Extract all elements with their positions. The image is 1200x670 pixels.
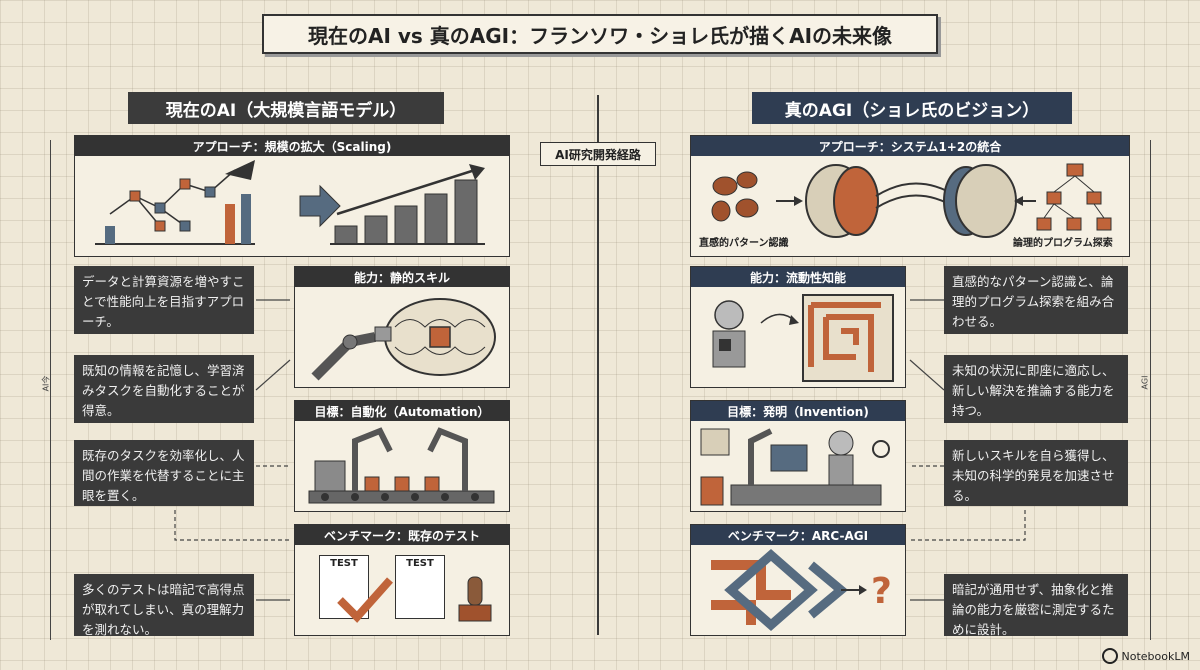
left-goal-panel: 目標：自動化（Automation） xyxy=(294,400,510,512)
left-goal-header: 目標：自動化（Automation） xyxy=(295,401,509,421)
intuitive-pattern-caption: 直感的パターン認識 xyxy=(699,238,789,249)
robot-maze-illustration xyxy=(691,287,905,387)
center-divider xyxy=(597,95,599,635)
left-approach-panel: アプローチ：規模の拡大（Scaling) xyxy=(74,135,510,257)
left-benchmark-header: ベンチマーク：既存のテスト xyxy=(295,525,509,545)
right-dimension-line xyxy=(1150,140,1151,640)
stamp-icon xyxy=(458,576,492,622)
test-paper-2: TEST xyxy=(395,555,445,619)
right-ability-description: 未知の状況に即座に適応し、新しい解決を推論する能力を持つ。 xyxy=(944,355,1128,423)
svg-text:?: ? xyxy=(871,571,892,612)
factory-automation-illustration xyxy=(295,421,509,511)
right-benchmark-panel: ベンチマーク：ARC-AGI ? xyxy=(690,524,906,636)
right-benchmark-header: ベンチマーク：ARC-AGI xyxy=(691,525,905,545)
checkmark-icon xyxy=(337,577,393,623)
right-ability-header: 能力：流動性知能 xyxy=(691,267,905,287)
left-connectors xyxy=(174,299,291,601)
right-goal-description: 新しいスキルを自ら獲得し、未知の科学的発見を加速させる。 xyxy=(944,440,1128,506)
right-approach-header: アプローチ：システム1+2の統合 xyxy=(691,136,1129,156)
right-ability-panel: 能力：流動性知能 xyxy=(690,266,906,388)
logical-program-caption: 論理的プログラム探索 xyxy=(1013,238,1113,249)
page-title: 現在のAI vs 真のAGI：フランソワ・ショレ氏が描くAIの未来像 xyxy=(262,14,938,54)
left-approach-description: データと計算資源を増やすことで性能向上を目指すアプローチ。 xyxy=(74,266,254,334)
notebooklm-branding: NotebookLM xyxy=(1101,648,1190,664)
research-path-label: AI研究開発経路 xyxy=(540,142,656,166)
notebooklm-label: NotebookLM xyxy=(1121,649,1190,663)
dual-system-illustration: 直感的パターン認識 論理的プログラム探索 xyxy=(691,156,1129,256)
right-goal-header: 目標：発明（Invention) xyxy=(691,401,905,421)
arc-puzzle-illustration: ? xyxy=(691,545,905,635)
scaling-illustration xyxy=(75,156,509,256)
right-benchmark-description: 暗記が通用せず、抽象化と推論の能力を厳密に測定するために設計。 xyxy=(944,574,1128,637)
lab-invention-illustration xyxy=(691,421,905,511)
left-ability-panel: 能力：静的スキル xyxy=(294,266,510,388)
robot-brain-illustration xyxy=(295,287,509,387)
notebooklm-logo-icon xyxy=(1101,648,1118,664)
right-column-title: 真のAGI（ショレ氏のビジョン） xyxy=(752,92,1072,124)
left-ability-header: 能力：静的スキル xyxy=(295,267,509,287)
right-approach-description: 直感的なパターン認識と、論理的プログラム探索を組み合わせる。 xyxy=(944,266,1128,334)
right-goal-panel: 目標：発明（Invention) xyxy=(690,400,906,512)
left-goal-description: 既存のタスクを効率化し、人間の作業を代替することに主眼を置く。 xyxy=(74,440,254,506)
right-connectors xyxy=(909,299,1026,601)
right-approach-panel: アプローチ：システム1+2の統合 直感的パターン認識 論理 xyxy=(690,135,1130,257)
left-column-title: 現在のAI（大規模言語モデル） xyxy=(128,92,444,124)
left-ability-description: 既知の情報を記憶し、学習済みタスクを自動化することが得意。 xyxy=(74,355,254,423)
left-approach-header: アプローチ：規模の拡大（Scaling) xyxy=(75,136,509,156)
test-papers-illustration: TEST TEST xyxy=(295,545,509,635)
left-benchmark-panel: ベンチマーク：既存のテスト TEST TEST xyxy=(294,524,510,636)
left-dimension-line xyxy=(50,140,51,640)
left-benchmark-description: 多くのテストは暗記で高得点が取れてしまい、真の理解力を測れない。 xyxy=(74,574,254,637)
